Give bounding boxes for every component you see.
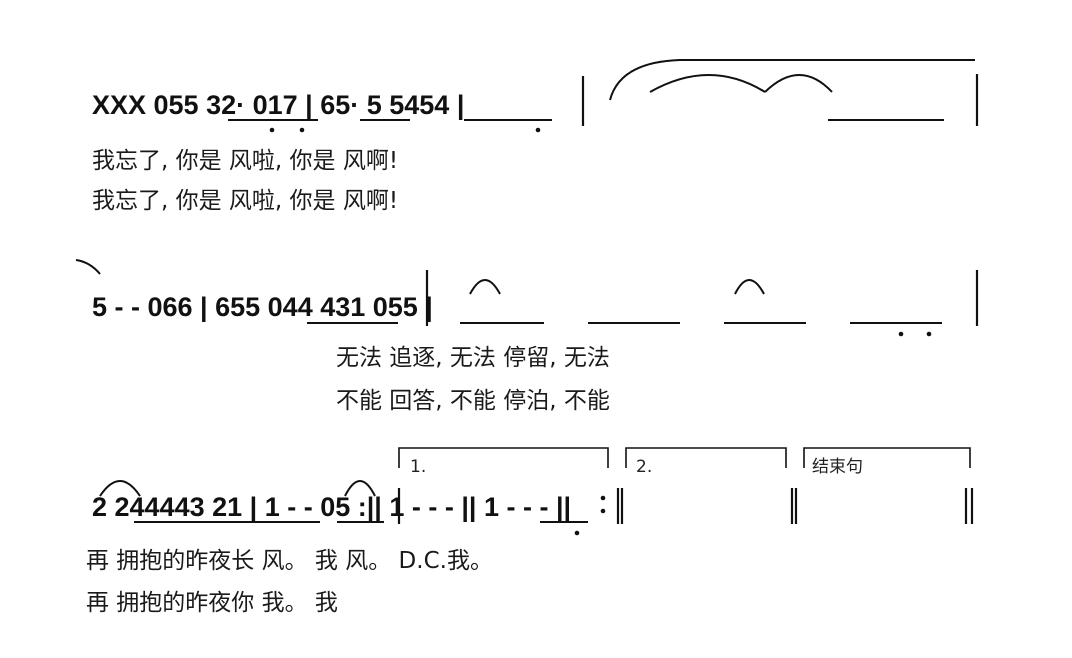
tie-line-2a [75,259,101,275]
octave-dot-4 [898,331,904,337]
lyrics-row-1-verse-1: 我忘了, 你是 风啦, 你是 风啊! [92,148,398,174]
tie-line-2b [469,279,501,295]
notes-row-3: 2 244443 21 | 1 - - 05 :|| 1 - - - || 1 … [92,492,571,522]
notes-row-1: XXX 055 32· 017 | 65· 5 5454 | [92,90,464,120]
octave-dot-2 [299,127,305,133]
octave-dot-6 [574,530,580,536]
repeat-dot-2 [600,508,606,514]
ending-label-final: 结束句 [812,457,863,477]
tie-line-top-a [649,74,766,93]
ending-bracket-1 [398,447,609,468]
lyrics-row-1-verse-2: 我忘了, 你是 风啦, 你是 风啊! [92,188,398,214]
lyrics-row-2-verse-1: 无法 追逐, 无法 停留, 无法 [336,345,610,371]
octave-dot-5 [926,331,932,337]
repeat-dot-1 [600,495,606,501]
ending-label-second: 2. [636,457,652,477]
ending-bracket-2 [625,447,787,468]
tie-line-3b [344,480,376,497]
notes-row-2: 5 - - 066 | 655 044 431 055 | [92,292,433,322]
lyrics-row-2-verse-2: 不能 回答, 不能 停泊, 不能 [336,388,610,414]
octave-dot-3 [535,127,541,133]
lyrics-row-3-verse-1: 再 拥抱的昨夜长 风。 我 风。 D.C.我。 [86,548,493,574]
lyrics-row-3-verse-2: 再 拥抱的昨夜你 我。 我 [86,590,338,616]
tie-line-top-b [764,74,833,93]
ending-label-first: 1. [410,457,426,477]
tie-line-2c [734,279,765,295]
tie-line-3a [99,480,141,497]
tie-line-top [609,59,975,101]
octave-dot-1 [269,127,275,133]
ending-bracket-final [803,447,971,468]
